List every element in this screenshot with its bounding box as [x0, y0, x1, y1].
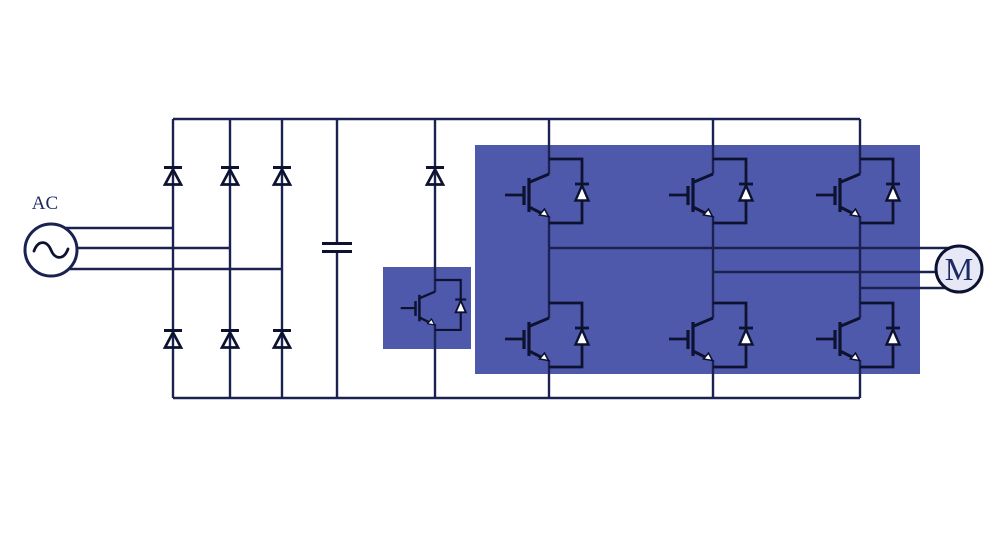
motor-circle [934, 244, 984, 294]
rectifier-legs [171, 119, 284, 398]
wiring [65, 117, 958, 400]
sine-wave-icon [32, 241, 70, 259]
motor-label: M [945, 251, 973, 287]
motor-phase-lines [549, 246, 958, 290]
dc-link-capacitor [322, 242, 352, 253]
motor: M [934, 244, 984, 294]
ac-feed-lines [65, 226, 282, 271]
rectifier-bridge [162, 166, 293, 349]
inverter-legs [547, 119, 862, 398]
ac-source [23, 222, 79, 278]
ac-source-label: AC [32, 193, 58, 214]
